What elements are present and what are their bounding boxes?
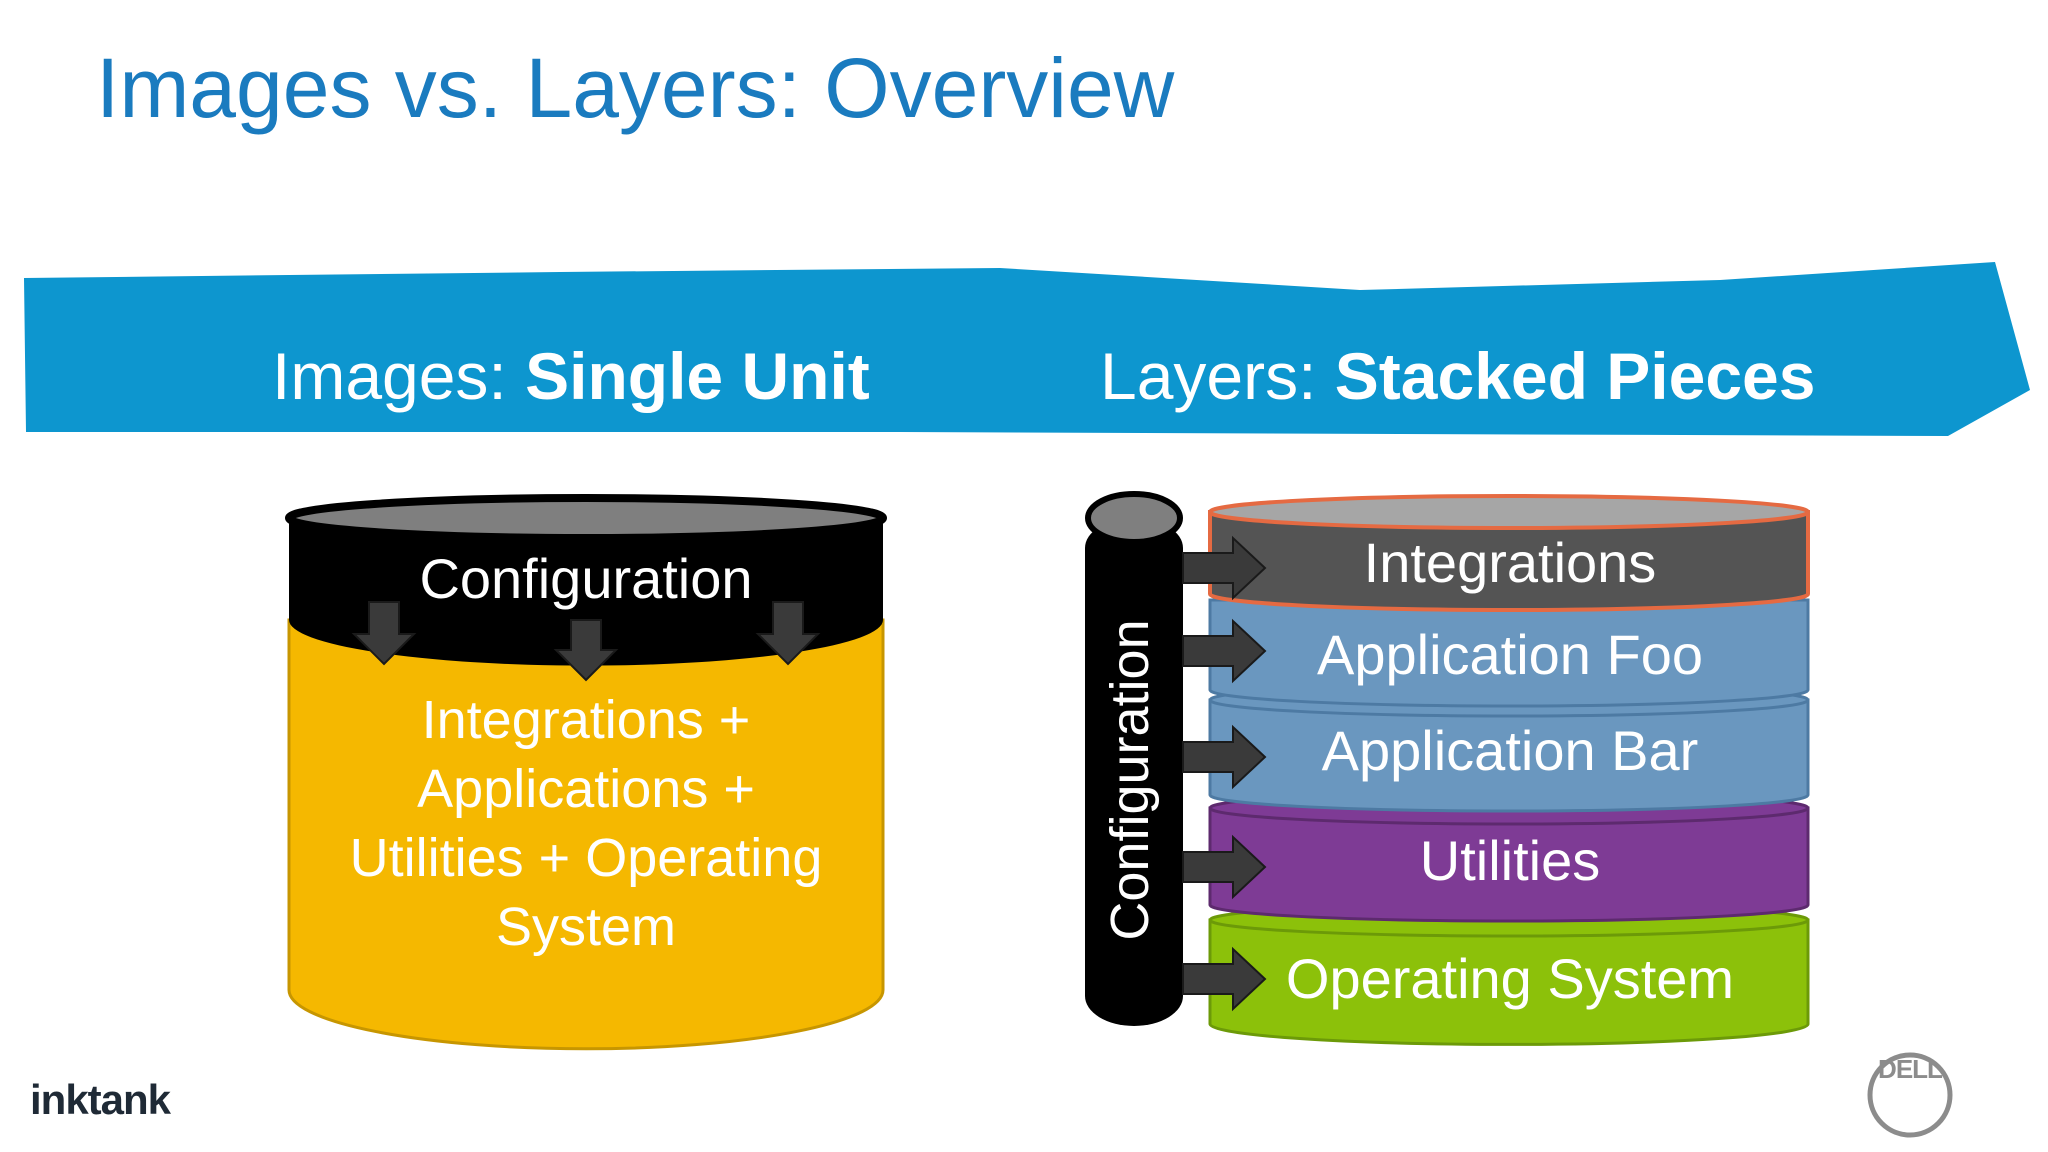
banner-shape <box>24 262 2030 436</box>
image-config-label: Configuration <box>419 547 753 610</box>
slide-title: Images vs. Layers: Overview <box>96 41 1175 135</box>
dell-logo-text: DELL <box>1878 1054 1943 1084</box>
image-body-text: Integrations + Applications + Utilities … <box>349 690 823 957</box>
layer-label-utilities: Utilities <box>1419 829 1601 892</box>
layer-label-integrations: Integrations <box>1363 531 1657 594</box>
banner-left-label: Images: Single Unit <box>272 339 870 413</box>
layer-label-application-foo: Application Foo <box>1316 623 1703 686</box>
inktank-logo: inktank <box>30 1076 171 1123</box>
image-cylinder <box>285 494 887 1051</box>
layer-label-application-bar: Application Bar <box>1321 719 1699 782</box>
down-arrow-icon <box>351 601 821 682</box>
banner-right-label: Layers: Stacked Pieces <box>1100 339 1816 413</box>
layer-stack <box>1085 491 1810 1046</box>
dell-logo <box>1867 1052 1953 1138</box>
layer-label-operating-system: Operating System <box>1285 947 1735 1010</box>
right-arrow-icon <box>1182 535 1267 1012</box>
